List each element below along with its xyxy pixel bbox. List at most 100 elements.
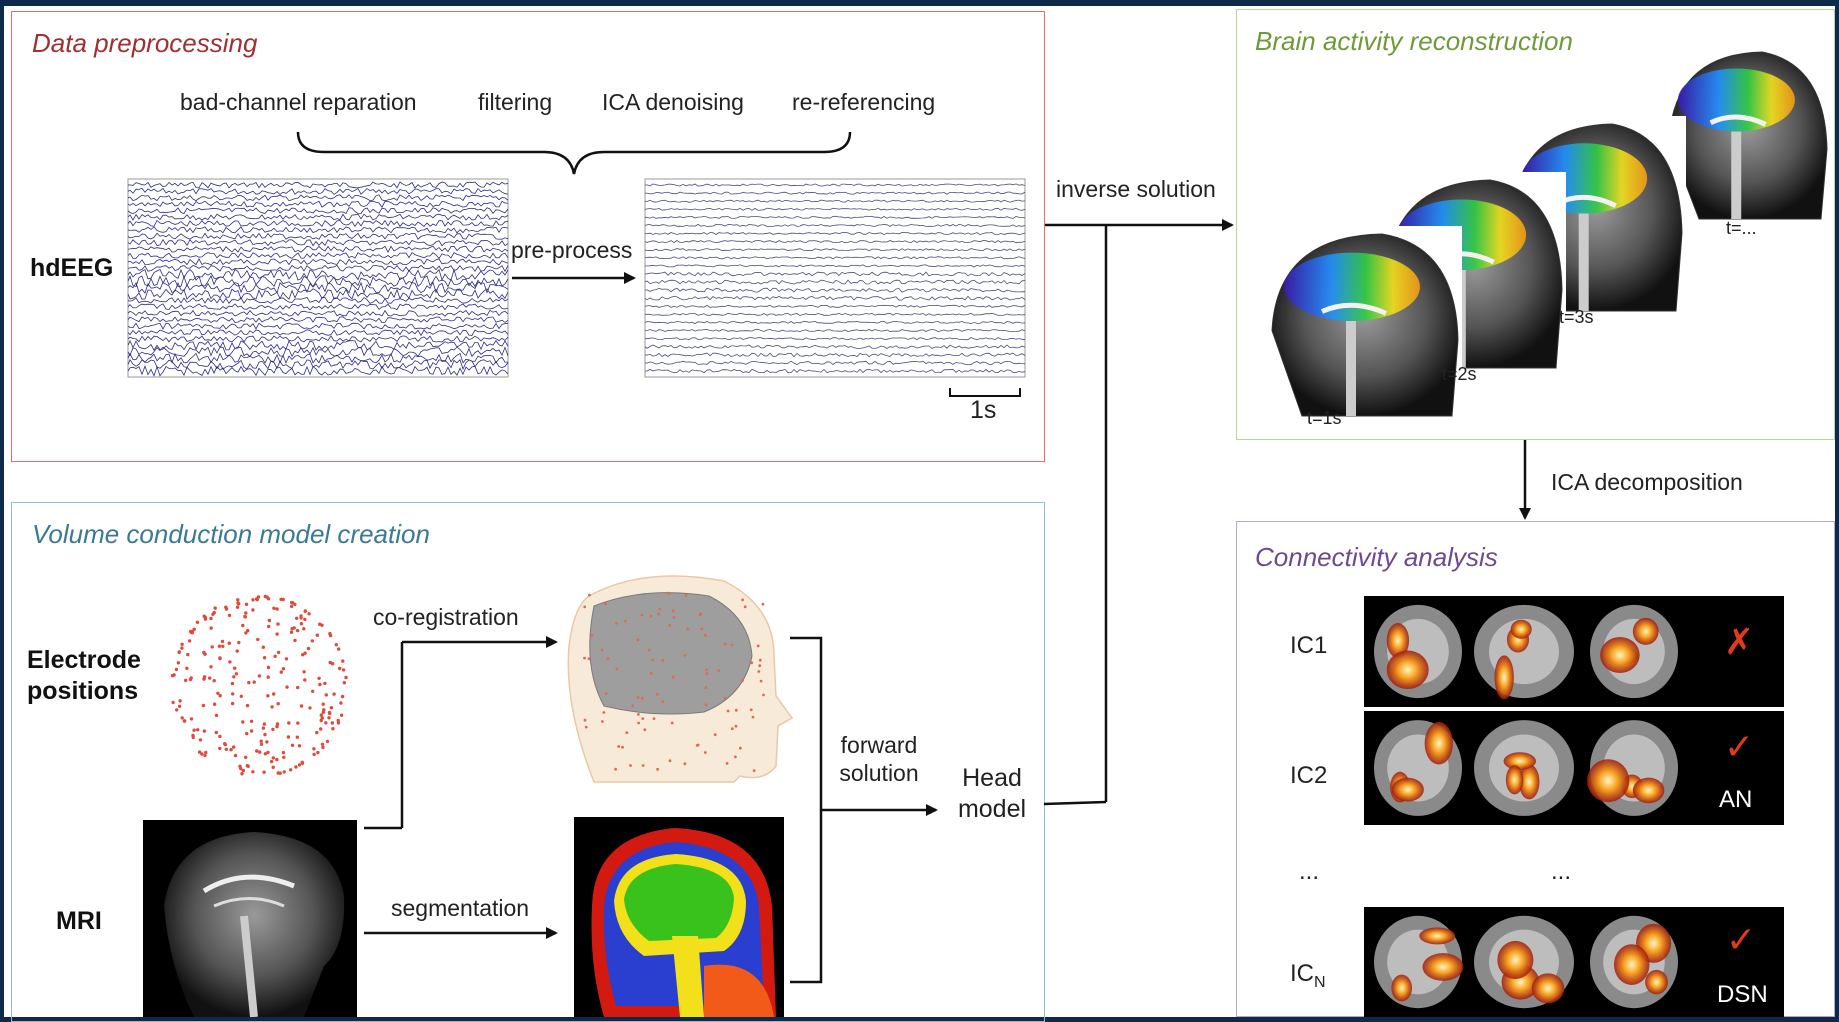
electrode-dot [293, 602, 297, 607]
eeg-trace [644, 295, 1026, 301]
head-electrode-dot [590, 634, 594, 637]
eeg-trace [127, 213, 509, 221]
electrode-dot [213, 606, 217, 610]
electrode-dot [211, 612, 215, 616]
electrode-dot [221, 644, 225, 648]
electrode-dot [198, 738, 203, 742]
head-electrode-dot [723, 696, 727, 700]
head-electrode-dot [704, 686, 708, 690]
eeg-trace [127, 309, 509, 317]
head-electrode-dot [730, 727, 734, 731]
electrode-dot [263, 594, 267, 599]
electrode-dot [290, 600, 294, 605]
head-electrode-dot [717, 669, 721, 672]
coregistration-label: co-registration [373, 604, 519, 630]
head-electrode-dot [698, 613, 702, 616]
electrode-dot [325, 739, 330, 744]
segmentation-image [574, 817, 784, 1017]
electrode-dot [299, 704, 304, 708]
brain-activity-stack [1262, 44, 1831, 417]
electrode-dot [231, 692, 235, 696]
head-electrode-dot [750, 661, 754, 665]
electrode-dot [245, 703, 250, 708]
electrode-dot [266, 675, 270, 679]
electrode-dot [247, 680, 251, 685]
electrode-dot [197, 750, 202, 754]
head-mesh-image [567, 575, 794, 783]
electrode-dot [228, 660, 232, 664]
icn-mark: ✓ [1726, 919, 1757, 960]
electrode-dot [310, 639, 314, 643]
electrode-dot [315, 730, 319, 735]
activation-blob [1505, 765, 1524, 795]
electrode-dot [249, 719, 254, 723]
electrode-dot [319, 727, 323, 731]
eeg-trace [644, 320, 1026, 324]
electrode-dot [224, 607, 229, 611]
electrode-dot [295, 628, 300, 633]
eeg-trace [644, 352, 1026, 358]
time-label-1: t=1s [1307, 408, 1342, 428]
electrode-dot [241, 623, 245, 628]
preprocess-arrow-label: pre-process [511, 237, 633, 263]
electrode-dot [258, 750, 262, 754]
electrode-dot [307, 612, 311, 616]
activation-blob [1386, 623, 1410, 658]
eeg-trace [127, 297, 509, 304]
head-electrode-dot [725, 762, 729, 765]
brain-slice-4 [1262, 226, 1462, 417]
head-electrode-dot [661, 659, 665, 662]
electrode-dot [296, 685, 300, 690]
electrode-dot [239, 766, 243, 771]
electrode-dot [266, 694, 270, 698]
electrode-dot [341, 668, 346, 672]
head-electrode-dot [670, 721, 674, 725]
electrode-dot [263, 752, 268, 756]
activation-blob [1391, 974, 1412, 1002]
eeg-trace [127, 352, 508, 364]
electrode-dot [271, 727, 275, 732]
activation-blob [1600, 637, 1640, 673]
head-electrode-dot [615, 667, 619, 671]
electrode-dot [328, 631, 332, 636]
head-electrode-dot [606, 657, 610, 660]
electrode-dot [254, 597, 259, 601]
eeg-trace [644, 279, 1026, 285]
head-electrode-dot [656, 693, 659, 696]
ic2-label: IC2 [1290, 762, 1328, 789]
head-electrode-dot [657, 612, 660, 616]
head-electrode-dot [649, 671, 653, 675]
electrode-dot [259, 742, 264, 746]
electrode-dot [323, 681, 327, 686]
electrode-dot [276, 702, 280, 706]
scale-bar [949, 388, 1021, 397]
head-electrode-dot [705, 668, 708, 672]
head-electrode-dot [668, 759, 672, 763]
electrode-dot [342, 681, 346, 685]
head-electrode-dot [643, 728, 647, 732]
head-electrode-dot [700, 627, 704, 631]
electrode-dot [259, 739, 263, 743]
electrode-dot [178, 699, 182, 703]
electrode-dot [262, 770, 266, 774]
raw-eeg-plot [127, 178, 509, 378]
activation-blob [1503, 752, 1536, 770]
head-electrode-dot [649, 614, 653, 618]
head-electrode-dot [640, 613, 644, 617]
head-electrode-dot [631, 704, 635, 708]
head-electrode-dot [583, 718, 587, 722]
head-electrode-dot [658, 607, 662, 611]
eeg-trace [644, 248, 1026, 252]
head-electrode-dot [601, 720, 604, 723]
head-electrode-dot [604, 602, 607, 606]
panel-title: Volume conduction model creation [32, 519, 430, 549]
electrode-dot [271, 765, 275, 769]
electrode-dot [174, 667, 179, 672]
electrode-dot [276, 650, 281, 655]
head-electrode-dot [723, 642, 727, 646]
electrode-dot [290, 743, 295, 747]
electrode-dot [336, 721, 341, 725]
electrode-dot [289, 604, 294, 609]
electrode-dot [299, 614, 303, 618]
electrode-dot [244, 755, 248, 759]
